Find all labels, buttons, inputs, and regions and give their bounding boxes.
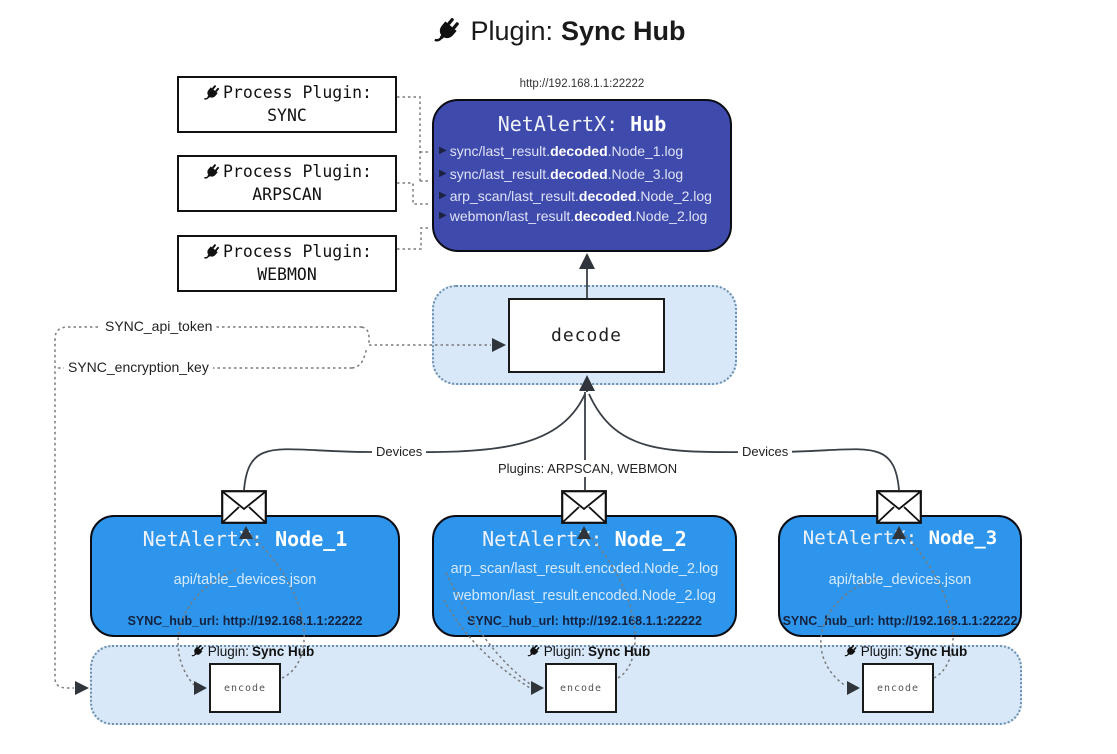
encode1-box: encode bbox=[209, 663, 281, 713]
sync-encryption-key-label: SYNC_encryption_key bbox=[64, 359, 213, 375]
arrow-right-icon: ▶ bbox=[439, 145, 447, 156]
plug-icon bbox=[431, 16, 462, 47]
node3-title: NetAlertX: Node_3 bbox=[802, 527, 998, 549]
node3-hub-url: SYNC_hub_url: http://192.168.1.1:22222 bbox=[782, 614, 1018, 628]
encode2-box: encode bbox=[545, 663, 617, 713]
encoder1-plugin-label: Plugin: Sync Hub bbox=[162, 644, 342, 659]
process-plugin-label: Process Plugin: bbox=[222, 242, 372, 262]
node3-box: NetAlertX: Node_3 api/table_devices.json… bbox=[778, 515, 1022, 637]
envelope-icon bbox=[876, 490, 922, 524]
arrow-right-icon: ▶ bbox=[439, 190, 447, 201]
process-plugin-name: SYNC bbox=[267, 105, 307, 125]
hub-log-list: ▶sync/last_result.decoded.Node_1.log ▶sy… bbox=[434, 143, 730, 224]
node1-box: NetAlertX: Node_1 api/table_devices.json… bbox=[90, 515, 400, 637]
envelope-icon bbox=[221, 490, 267, 524]
edge-label-devices-right: Devices bbox=[738, 443, 793, 460]
envelope-icon bbox=[561, 490, 607, 524]
decode-box: decode bbox=[508, 298, 665, 373]
edge-webmon-to-hub bbox=[397, 227, 429, 250]
arrow-right-icon: ▶ bbox=[439, 210, 447, 221]
hub-title: NetAlertX: Hub bbox=[497, 112, 667, 136]
sync-api-token-label: SYNC_api_token bbox=[101, 318, 217, 334]
hub-url-label: http://192.168.1.1:22222 bbox=[519, 78, 645, 90]
plug-icon bbox=[526, 644, 541, 659]
edge-label-plugins: Plugins: ARPSCAN, WEBMON bbox=[494, 460, 682, 477]
edge-label-devices-left: Devices bbox=[372, 443, 427, 460]
page-title-name: Sync Hub bbox=[561, 16, 686, 46]
plug-icon bbox=[190, 644, 205, 659]
encode3-box: encode bbox=[862, 663, 934, 713]
process-plugin-name: WEBMON bbox=[257, 264, 317, 284]
hub-log-line: ▶sync/last_result.decoded.Node_3.log bbox=[439, 165, 684, 182]
node2-file: webmon/last_result.encoded.Node_2.log bbox=[453, 588, 716, 604]
process-plugin-name: ARPSCAN bbox=[252, 184, 322, 204]
node2-title: NetAlertX: Node_2 bbox=[482, 527, 687, 551]
hub-box: NetAlertX: Hub ▶sync/last_result.decoded… bbox=[432, 99, 732, 252]
plug-icon bbox=[202, 84, 221, 103]
edge-arpscan-to-hub bbox=[397, 182, 429, 205]
process-plugin-label: Process Plugin: bbox=[222, 162, 372, 182]
node2-box: NetAlertX: Node_2 arp_scan/last_result.e… bbox=[432, 515, 737, 637]
node2-file: arp_scan/last_result.encoded.Node_2.log bbox=[450, 561, 719, 577]
process-plugin-label: Process Plugin: bbox=[222, 83, 372, 103]
page-title: Plugin: Sync Hub bbox=[0, 16, 1117, 47]
hub-log-line: ▶webmon/last_result.decoded.Node_2.log bbox=[439, 208, 708, 224]
edge-sync-to-hub bbox=[397, 96, 429, 182]
plug-icon bbox=[843, 644, 858, 659]
process-plugin-webmon: Process Plugin: WEBMON bbox=[177, 235, 397, 292]
node1-hub-url: SYNC_hub_url: http://192.168.1.1:22222 bbox=[127, 614, 363, 628]
node2-hub-url: SYNC_hub_url: http://192.168.1.1:22222 bbox=[467, 614, 702, 628]
hub-log-line: ▶arp_scan/last_result.decoded.Node_2.log bbox=[439, 188, 712, 204]
node1-file: api/table_devices.json bbox=[173, 572, 317, 588]
process-plugin-sync: Process Plugin: SYNC bbox=[177, 76, 397, 133]
node3-file: api/table_devices.json bbox=[828, 572, 972, 588]
hub-log-line: ▶sync/last_result.decoded.Node_1.log bbox=[439, 143, 684, 159]
plug-icon bbox=[202, 243, 221, 262]
encoder2-plugin-label: Plugin: Sync Hub bbox=[498, 644, 678, 659]
encoder3-plugin-label: Plugin: Sync Hub bbox=[815, 644, 995, 659]
process-plugin-arpscan: Process Plugin: ARPSCAN bbox=[177, 155, 397, 212]
node1-title: NetAlertX: Node_1 bbox=[142, 527, 348, 551]
plug-icon bbox=[202, 163, 221, 182]
page-title-prefix: Plugin: bbox=[470, 16, 554, 46]
arrow-right-icon: ▶ bbox=[439, 167, 447, 179]
